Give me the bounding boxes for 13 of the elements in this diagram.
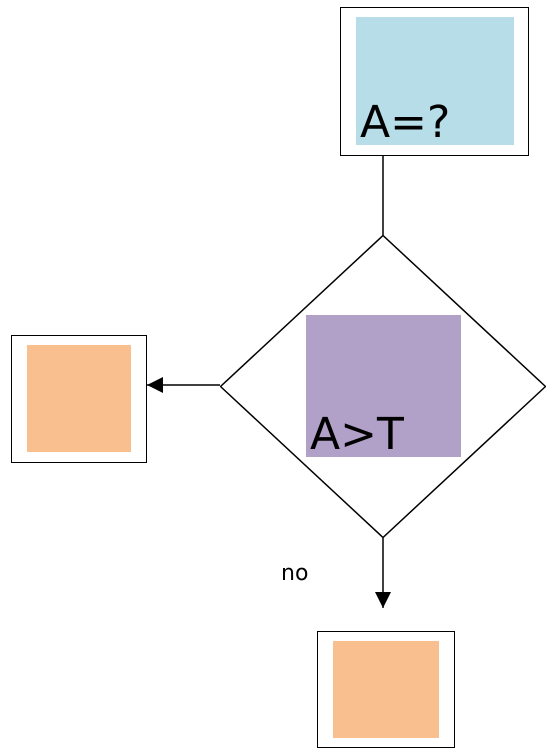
- decision-diamond: [220, 235, 546, 538]
- label-panel: [356, 17, 514, 145]
- node-label: A=?: [360, 101, 450, 145]
- frame-box: [317, 631, 455, 748]
- label-panel: [306, 315, 461, 457]
- color-panel: [333, 641, 439, 738]
- frame-box: [11, 335, 147, 463]
- node-label: A>T: [310, 413, 404, 457]
- frame-box: [340, 7, 529, 156]
- connector-line: [382, 156, 384, 235]
- arrow: [375, 538, 391, 608]
- color-panel: [27, 345, 131, 452]
- arrow: [147, 377, 220, 393]
